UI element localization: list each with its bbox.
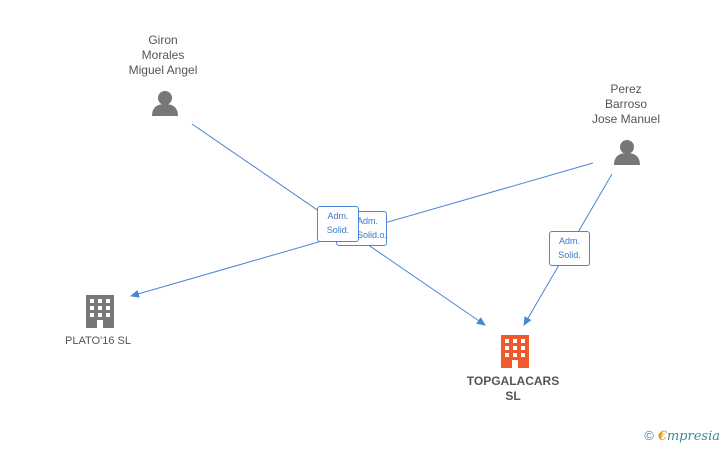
- person-name-line: Jose Manuel: [591, 112, 661, 126]
- company-label-plato[interactable]: PLATO'16 SL: [48, 334, 148, 349]
- edge-label-line: Solid.o...: [357, 230, 387, 240]
- edge-label-line: Solid.: [326, 225, 350, 235]
- brand-name: mpresia: [666, 429, 720, 444]
- person-label-perez[interactable]: Perez Barroso Jose Manuel: [576, 82, 676, 127]
- edge-label-front[interactable]: Adm. Solid.: [317, 206, 359, 242]
- edge-label-line: Solid.: [558, 250, 581, 260]
- company-name-line: PLATO'16 SL: [65, 335, 131, 347]
- edge-label-line: Adm.: [357, 216, 379, 226]
- copyright-icon: ©: [644, 428, 654, 443]
- person-name-line: Barroso: [604, 97, 648, 111]
- edge-label-perez-topgalacars[interactable]: Adm. Solid.: [549, 231, 590, 266]
- person-name-line: Morales: [141, 48, 185, 62]
- edge-label-line: Adm.: [558, 236, 580, 246]
- person-icon[interactable]: [614, 140, 640, 165]
- person-name-line: Giron: [148, 33, 178, 47]
- person-label-giron[interactable]: Giron Morales Miguel Angel: [113, 33, 213, 78]
- brand-initial: €: [657, 429, 667, 444]
- company-name-line: SL: [505, 389, 521, 403]
- company-label-topgalacars[interactable]: TOPGALACARS SL: [463, 374, 563, 404]
- person-icon[interactable]: [152, 91, 178, 116]
- person-name-line: Perez: [610, 82, 642, 96]
- building-icon[interactable]: [501, 335, 529, 368]
- building-icon[interactable]: [86, 295, 114, 328]
- company-name-line: TOPGALACARS: [466, 374, 560, 388]
- person-name-line: Miguel Angel: [128, 63, 198, 77]
- edge-label-line: Adm.: [327, 211, 349, 221]
- empresia-watermark: ©€mpresia: [644, 428, 720, 444]
